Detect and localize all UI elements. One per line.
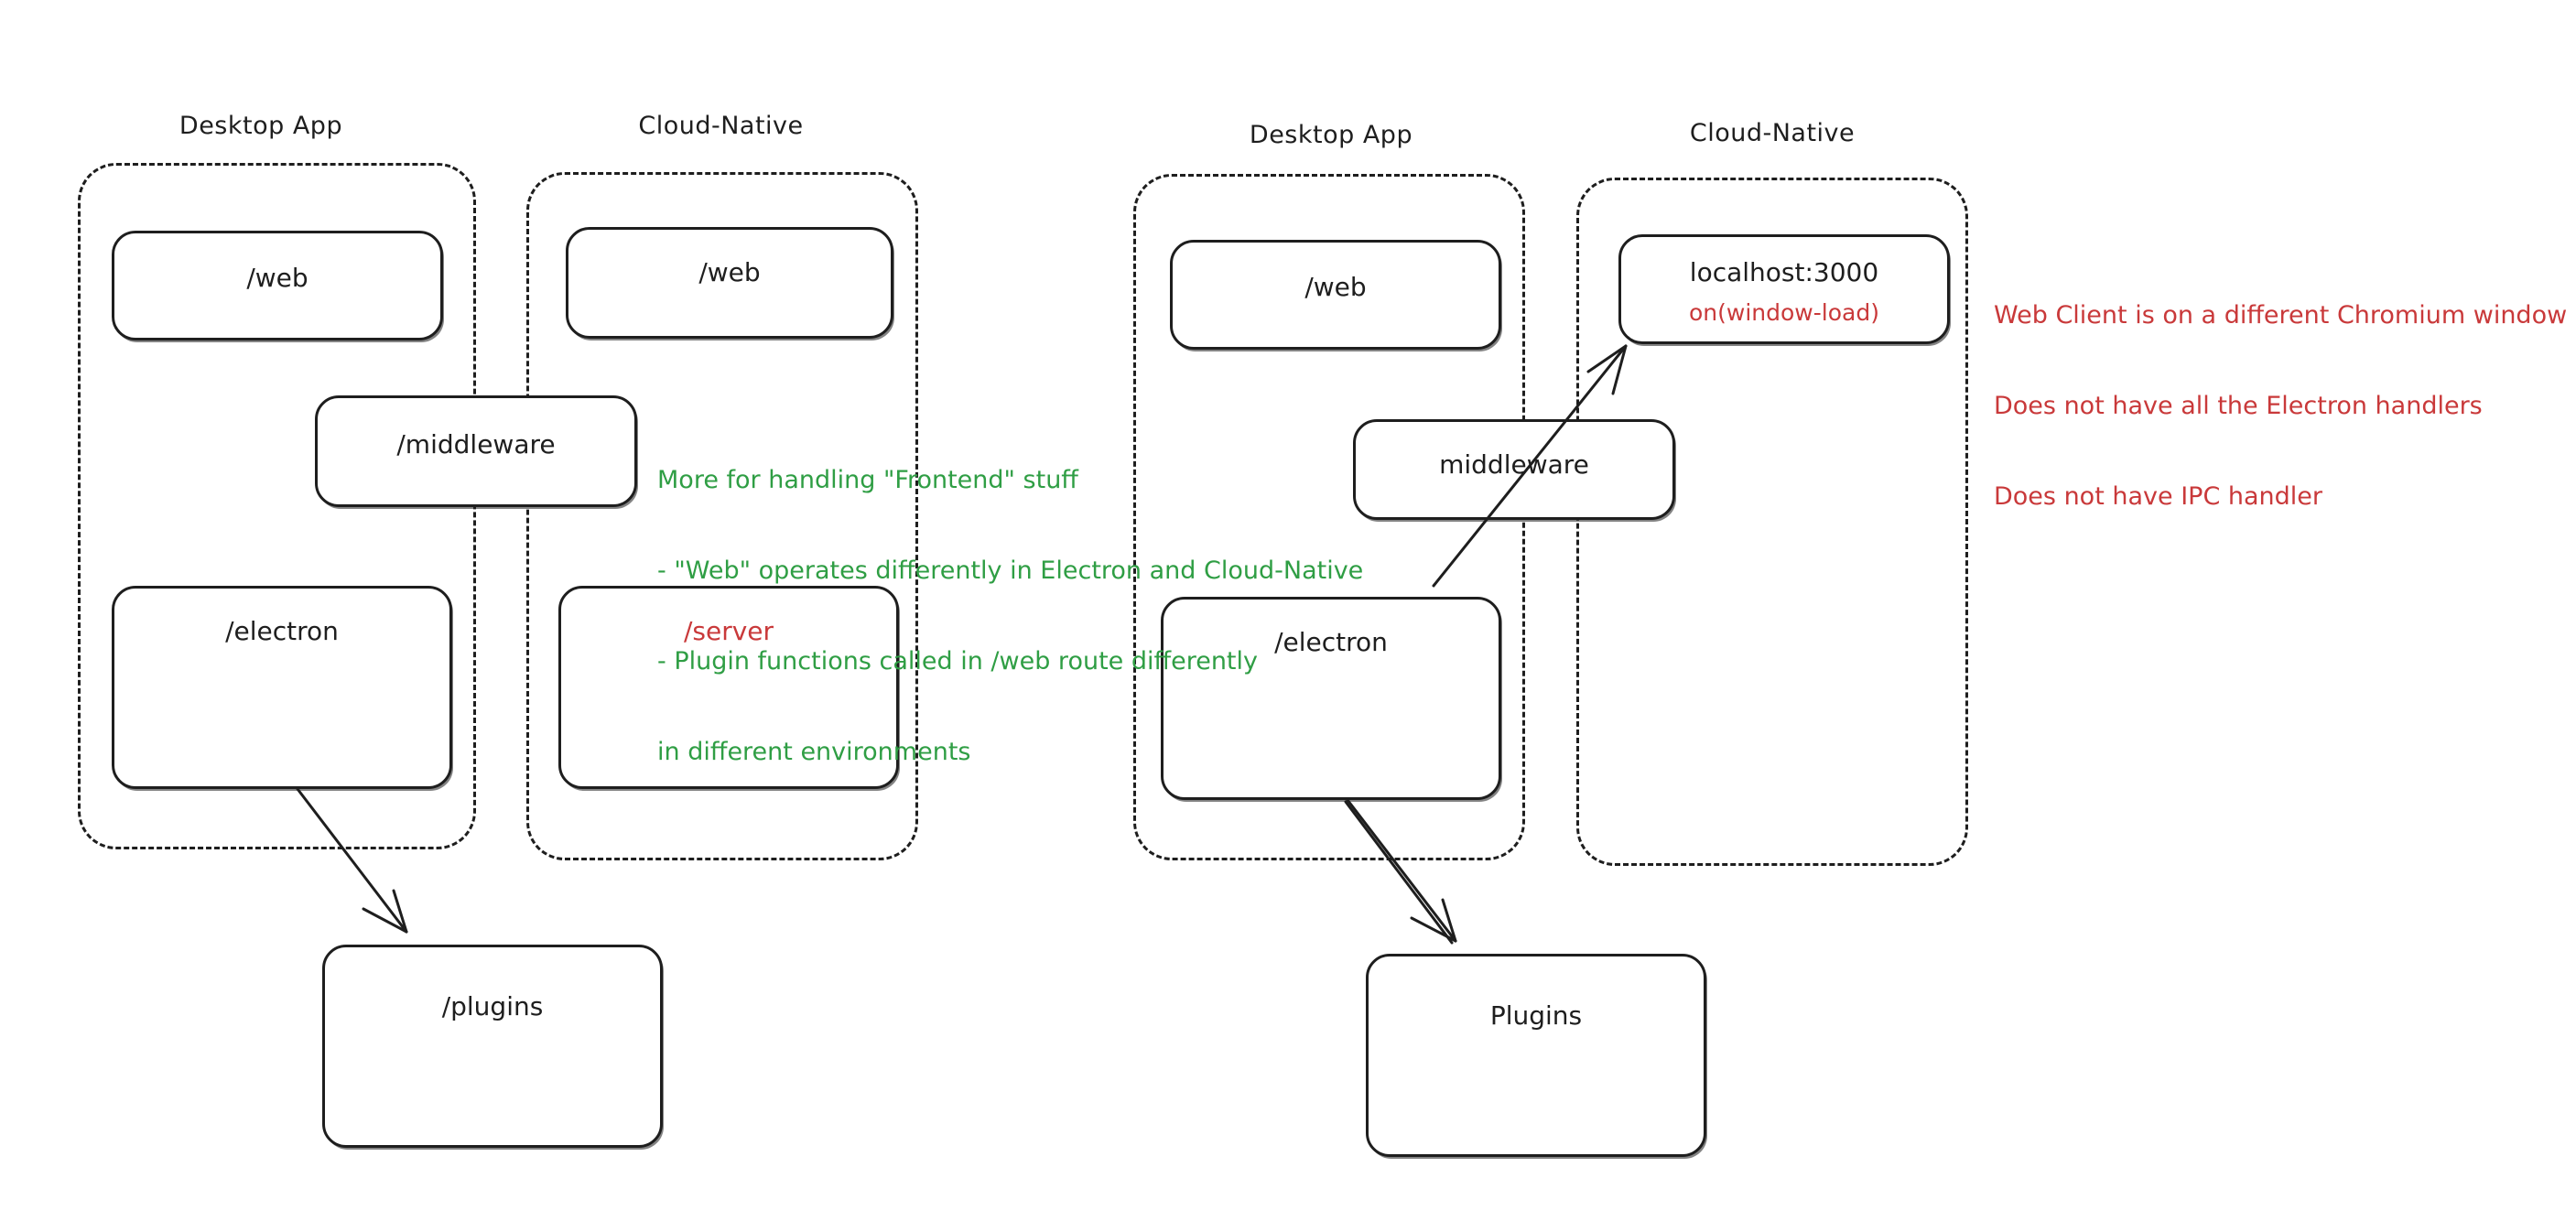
left-node-server-label: /server [683,616,774,646]
left-node-electron-label: /electron [225,616,339,646]
left-node-plugins[interactable]: /plugins [322,945,663,1148]
right-node-localhost[interactable]: localhost:3000 on(window-load) [1618,234,1950,344]
right-node-web-desktop[interactable]: /web [1170,240,1501,350]
green-note-line-4: in different environments [657,738,971,766]
left-node-plugins-label: /plugins [441,991,544,1021]
left-node-middleware-label: /middleware [396,429,556,459]
left-node-server[interactable]: /server [558,586,899,789]
red-note-line-3: Does not have IPC handler [1994,482,2323,511]
green-annotation-note: More for handling "Frontend" stuff - "We… [657,405,1363,827]
right-node-middleware[interactable]: middleware [1353,419,1675,520]
right-node-web-desktop-label: /web [1304,272,1367,302]
right-node-middleware-label: middleware [1439,449,1589,480]
left-node-middleware[interactable]: /middleware [315,395,637,507]
red-annotation-note: Web Client is on a different Chromium wi… [1994,240,2567,572]
green-note-line-3: - Plugin functions called in /web route … [657,647,1259,675]
left-cloud-native-container [526,172,918,860]
red-note-line-1: Web Client is on a different Chromium wi… [1994,301,2568,330]
right-node-plugins-label: Plugins [1489,1000,1583,1031]
right-cloud-native-group-label: Cloud-Native [1689,119,1856,147]
left-node-electron[interactable]: /electron [112,586,452,789]
left-node-web-desktop-label: /web [246,263,308,293]
right-node-localhost-sublabel: on(window-load) [1689,299,1879,326]
left-node-web-cloud-label: /web [698,257,761,287]
right-node-localhost-label: localhost:3000 [1689,257,1879,287]
left-node-web-cloud[interactable]: /web [566,227,893,339]
left-cloud-native-group-label: Cloud-Native [638,112,804,140]
green-note-line-1: More for handling "Frontend" stuff [657,466,1078,494]
left-desktop-app-group-label: Desktop App [179,112,343,140]
left-node-web-desktop[interactable]: /web [112,231,443,340]
green-note-line-2: - "Web" operates differently in Electron… [657,557,1364,585]
right-node-electron-label: /electron [1274,627,1388,657]
red-note-line-2: Does not have all the Electron handlers [1994,392,2483,420]
right-node-electron[interactable]: /electron [1161,597,1501,800]
right-desktop-app-group-label: Desktop App [1249,121,1413,149]
right-node-plugins[interactable]: Plugins [1366,954,1706,1157]
